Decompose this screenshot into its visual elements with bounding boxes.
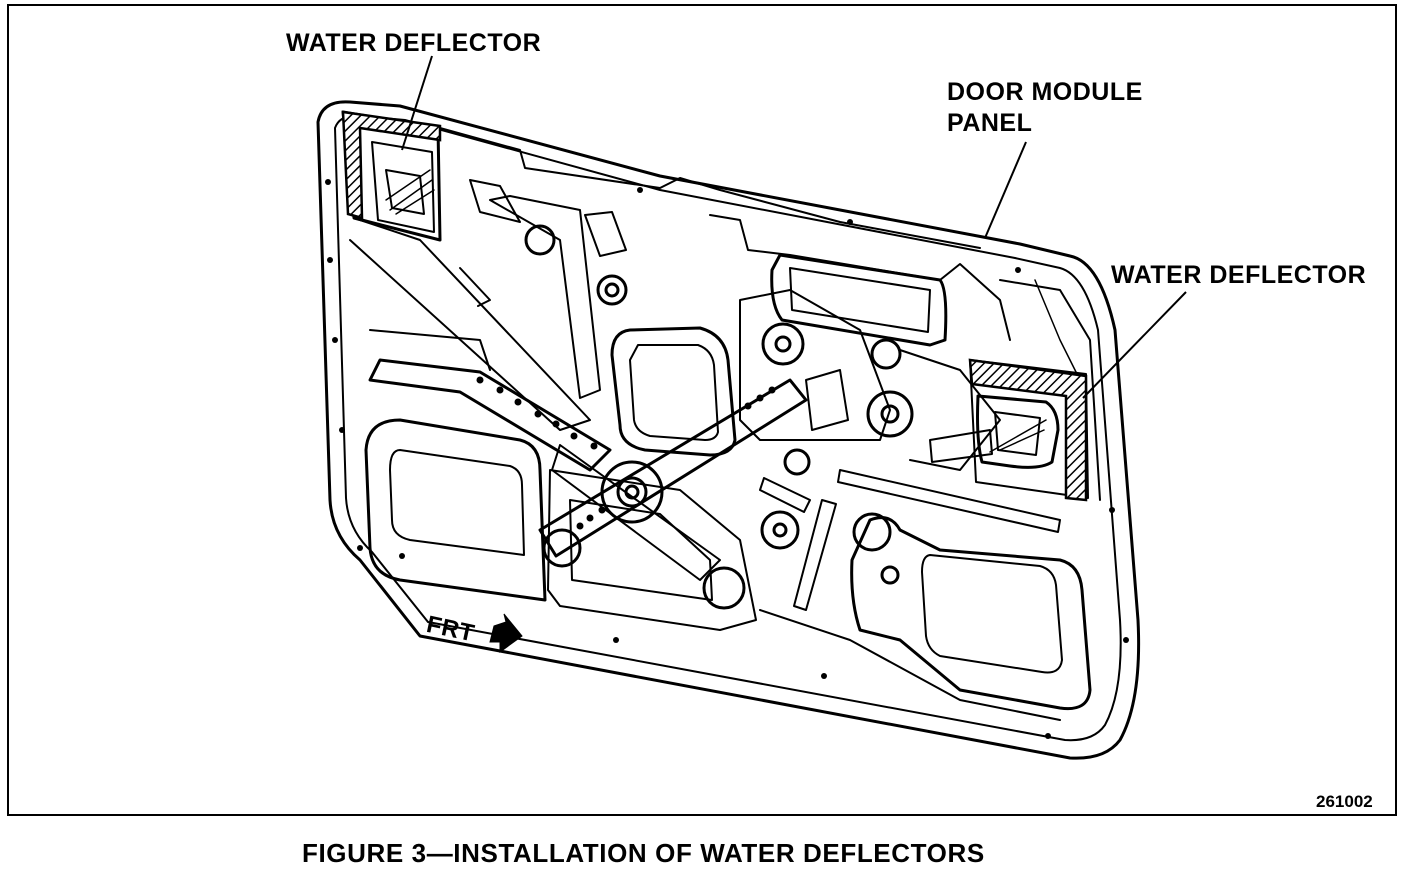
frt-arrow-icon bbox=[489, 613, 523, 653]
figure-caption: FIGURE 3—INSTALLATION OF WATER DEFLECTOR… bbox=[302, 838, 985, 868]
leader-line-door-module bbox=[984, 141, 1027, 239]
leader-line-left bbox=[401, 55, 433, 151]
leader-line-right bbox=[1082, 291, 1187, 399]
water-deflector-right bbox=[968, 358, 1088, 502]
water-deflector-label-right: WATER DEFLECTOR bbox=[1111, 261, 1367, 289]
door-module-label-line1: DOOR MODULE bbox=[947, 78, 1143, 106]
door-panel-outline bbox=[316, 100, 1141, 760]
figure-frame bbox=[7, 4, 1397, 816]
door-module-label-line2: PANEL bbox=[947, 109, 1033, 137]
mounting-holes bbox=[325, 179, 1129, 739]
figure-number: 261002 bbox=[1316, 792, 1373, 811]
water-deflector-left bbox=[341, 110, 442, 220]
water-deflector-label-left: WATER DEFLECTOR bbox=[286, 29, 542, 57]
